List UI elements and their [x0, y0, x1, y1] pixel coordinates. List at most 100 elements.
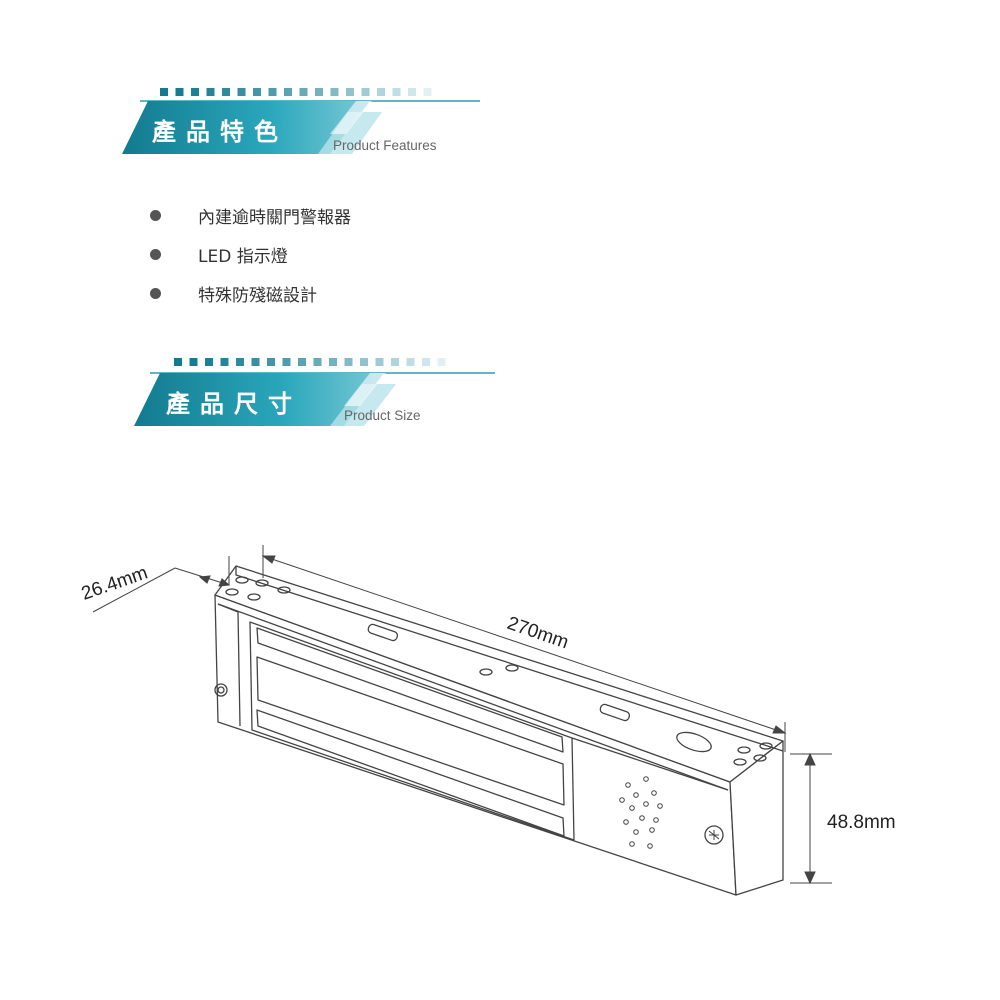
magnet-bar: [256, 627, 564, 753]
dimension-width-label: 26.4mm: [79, 563, 151, 605]
bullet-icon: [150, 288, 161, 299]
terminal-screw-icon: [704, 825, 724, 845]
size-subtitle: Product Size: [344, 408, 421, 423]
product-dimension-drawing: 26.4mm 270mm 48.8mm: [79, 545, 896, 896]
left-cap-panel: [217, 603, 241, 727]
header-dot: [268, 88, 277, 96]
header-dot: [361, 88, 370, 96]
features-header-graphic: [122, 88, 480, 154]
led-indicator-icon: [214, 683, 228, 697]
header-dots: [160, 88, 432, 96]
dimension-height-label: 48.8mm: [827, 812, 896, 833]
header-dot: [220, 358, 229, 366]
magnet-bar: [256, 656, 565, 806]
header-band: [134, 373, 384, 426]
size-header-graphic: [134, 358, 495, 426]
dim-line-length: [262, 555, 786, 734]
header-dot: [375, 358, 384, 366]
dim-leader: [92, 567, 176, 613]
feature-text: 特殊防殘磁設計: [198, 286, 317, 306]
terminal-screw-cross: [708, 830, 720, 840]
header-dot: [267, 358, 275, 366]
header-stripe: [318, 112, 382, 154]
screw-hole: [759, 742, 773, 750]
feature-item: 內建逾時關門警報器: [150, 196, 351, 235]
dim-arrow: [218, 578, 231, 587]
header-dot: [437, 358, 446, 366]
features-section: 產品特色 Product Features 內建逾時關門警報器 LED 指示燈 …: [0, 0, 1000, 310]
header-dot: [253, 88, 261, 96]
features-list: 內建逾時關門警報器 LED 指示燈 特殊防殘磁設計: [150, 196, 351, 313]
features-title: 產品特色: [152, 118, 288, 146]
screw-hole: [247, 593, 261, 601]
feature-text: LED 指示燈: [198, 247, 288, 267]
screw-hole: [255, 579, 269, 587]
header-dot: [191, 88, 199, 96]
header-dot: [175, 88, 184, 96]
bullet-icon: [150, 210, 161, 221]
dimension-length-label: 270mm: [504, 613, 571, 653]
screw-hole: [733, 758, 747, 766]
size-section: 產品尺寸 Product Size: [0, 270, 1000, 440]
header-dot: [284, 88, 292, 96]
mount-slot: [367, 623, 399, 642]
header-dot: [391, 358, 399, 366]
dim-arrow: [261, 555, 276, 564]
header-dot: [160, 88, 168, 96]
screw-hole: [277, 586, 291, 594]
header-dot: [189, 358, 198, 366]
magnet-recess: [249, 621, 575, 841]
size-title: 產品尺寸: [166, 390, 302, 418]
header-stripe: [330, 101, 372, 134]
dim-arrow: [804, 752, 816, 766]
header-dot: [251, 358, 260, 366]
header-dot: [315, 88, 323, 96]
header-dot: [222, 88, 230, 96]
header-dot: [392, 88, 401, 96]
screw-hole: [479, 668, 493, 676]
buzzer-holes: [619, 776, 663, 849]
features-subtitle: Product Features: [333, 138, 437, 153]
header-dot: [408, 88, 416, 96]
header-dot: [206, 88, 215, 96]
header-dot: [236, 358, 244, 366]
feature-item: 特殊防殘磁設計: [150, 274, 351, 313]
header-dot: [360, 358, 368, 366]
header-dot: [346, 88, 354, 96]
header-band: [122, 101, 370, 154]
dim-arrow: [772, 725, 787, 734]
header-dots: [174, 358, 446, 366]
header-stripe: [344, 373, 386, 406]
dim-arrow: [198, 575, 211, 584]
header-dot: [174, 358, 182, 366]
header-dot: [237, 88, 246, 96]
header-dot: [299, 88, 308, 96]
screw-hole: [225, 588, 239, 596]
led-indicator-inner: [217, 686, 225, 694]
header-stripe: [330, 384, 396, 426]
header-dot: [423, 88, 432, 96]
screw-hole: [505, 664, 519, 672]
feature-text: 內建逾時關門警報器: [198, 208, 351, 228]
header-dot: [377, 88, 385, 96]
lock-end-face: [729, 740, 784, 896]
dim-arrow: [804, 871, 816, 885]
top-plate-thickness: [235, 566, 784, 752]
header-dot: [406, 358, 415, 366]
top-plate-edge: [217, 603, 729, 791]
screw-hole: [753, 754, 767, 762]
screw-hole: [235, 576, 249, 584]
screw-hole: [737, 746, 751, 754]
feature-item: LED 指示燈: [150, 235, 351, 274]
header-dot: [205, 358, 213, 366]
right-panel-edge: [571, 737, 729, 791]
header-dot: [422, 358, 430, 366]
header-dot: [282, 358, 291, 366]
header-dot: [313, 358, 322, 366]
cable-hole: [676, 731, 712, 753]
header-dot: [298, 358, 306, 366]
bullet-icon: [150, 249, 161, 260]
header-dot: [344, 358, 353, 366]
mount-slot: [599, 703, 631, 722]
header-dot: [329, 358, 337, 366]
